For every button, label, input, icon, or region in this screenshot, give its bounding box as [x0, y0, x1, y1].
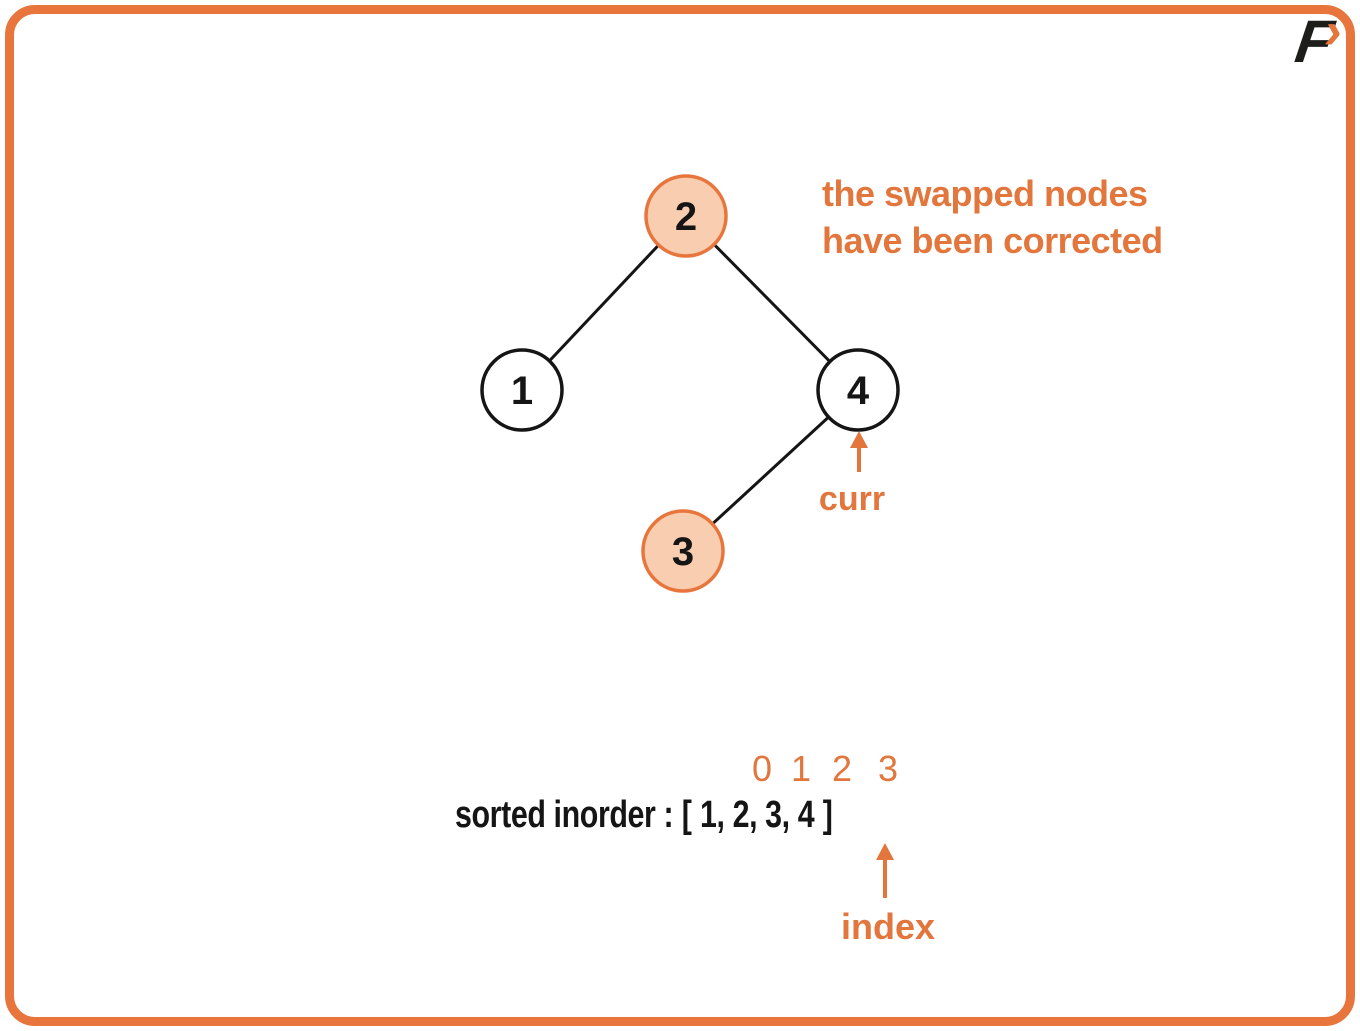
tree-node-3 — [641, 509, 725, 593]
index-arrow-icon — [876, 843, 894, 898]
annotation-line1: the swapped nodes — [822, 173, 1148, 214]
inorder-prefix: sorted inorder : — [455, 794, 674, 836]
inorder-bracket-close: ] — [822, 794, 833, 836]
inorder-bracket-open: [ — [681, 794, 692, 836]
array-index-row: 0 1 2 3 — [0, 748, 1360, 789]
annotation-line2: have been corrected — [822, 220, 1163, 261]
tree-node-1-label: 1 — [511, 369, 533, 413]
sorted-inorder-line: sorted inorder : [ 1, 2, 3, 4 ] — [455, 794, 833, 837]
tree-node-3-label: 3 — [672, 530, 694, 574]
tree-node-4-label: 4 — [847, 369, 870, 413]
tree-node-2-label: 2 — [675, 195, 697, 239]
index-digit-1: 1 — [790, 748, 812, 789]
inorder-values: 1, 2, 3, 4 — [699, 794, 815, 836]
index-digit-2: 2 — [831, 748, 853, 789]
curr-arrow-icon — [850, 431, 868, 472]
tree-node-2 — [644, 174, 728, 258]
index-digit-0: 0 — [751, 748, 773, 789]
index-pointer-label: index — [840, 906, 936, 947]
tree-node-1 — [480, 348, 564, 432]
annotation-swapped-nodes: the swapped nodes have been corrected — [822, 170, 1163, 264]
curr-pointer-label: curr — [818, 480, 886, 518]
tree-node-4 — [816, 348, 900, 432]
index-digit-3: 3 — [877, 748, 899, 789]
